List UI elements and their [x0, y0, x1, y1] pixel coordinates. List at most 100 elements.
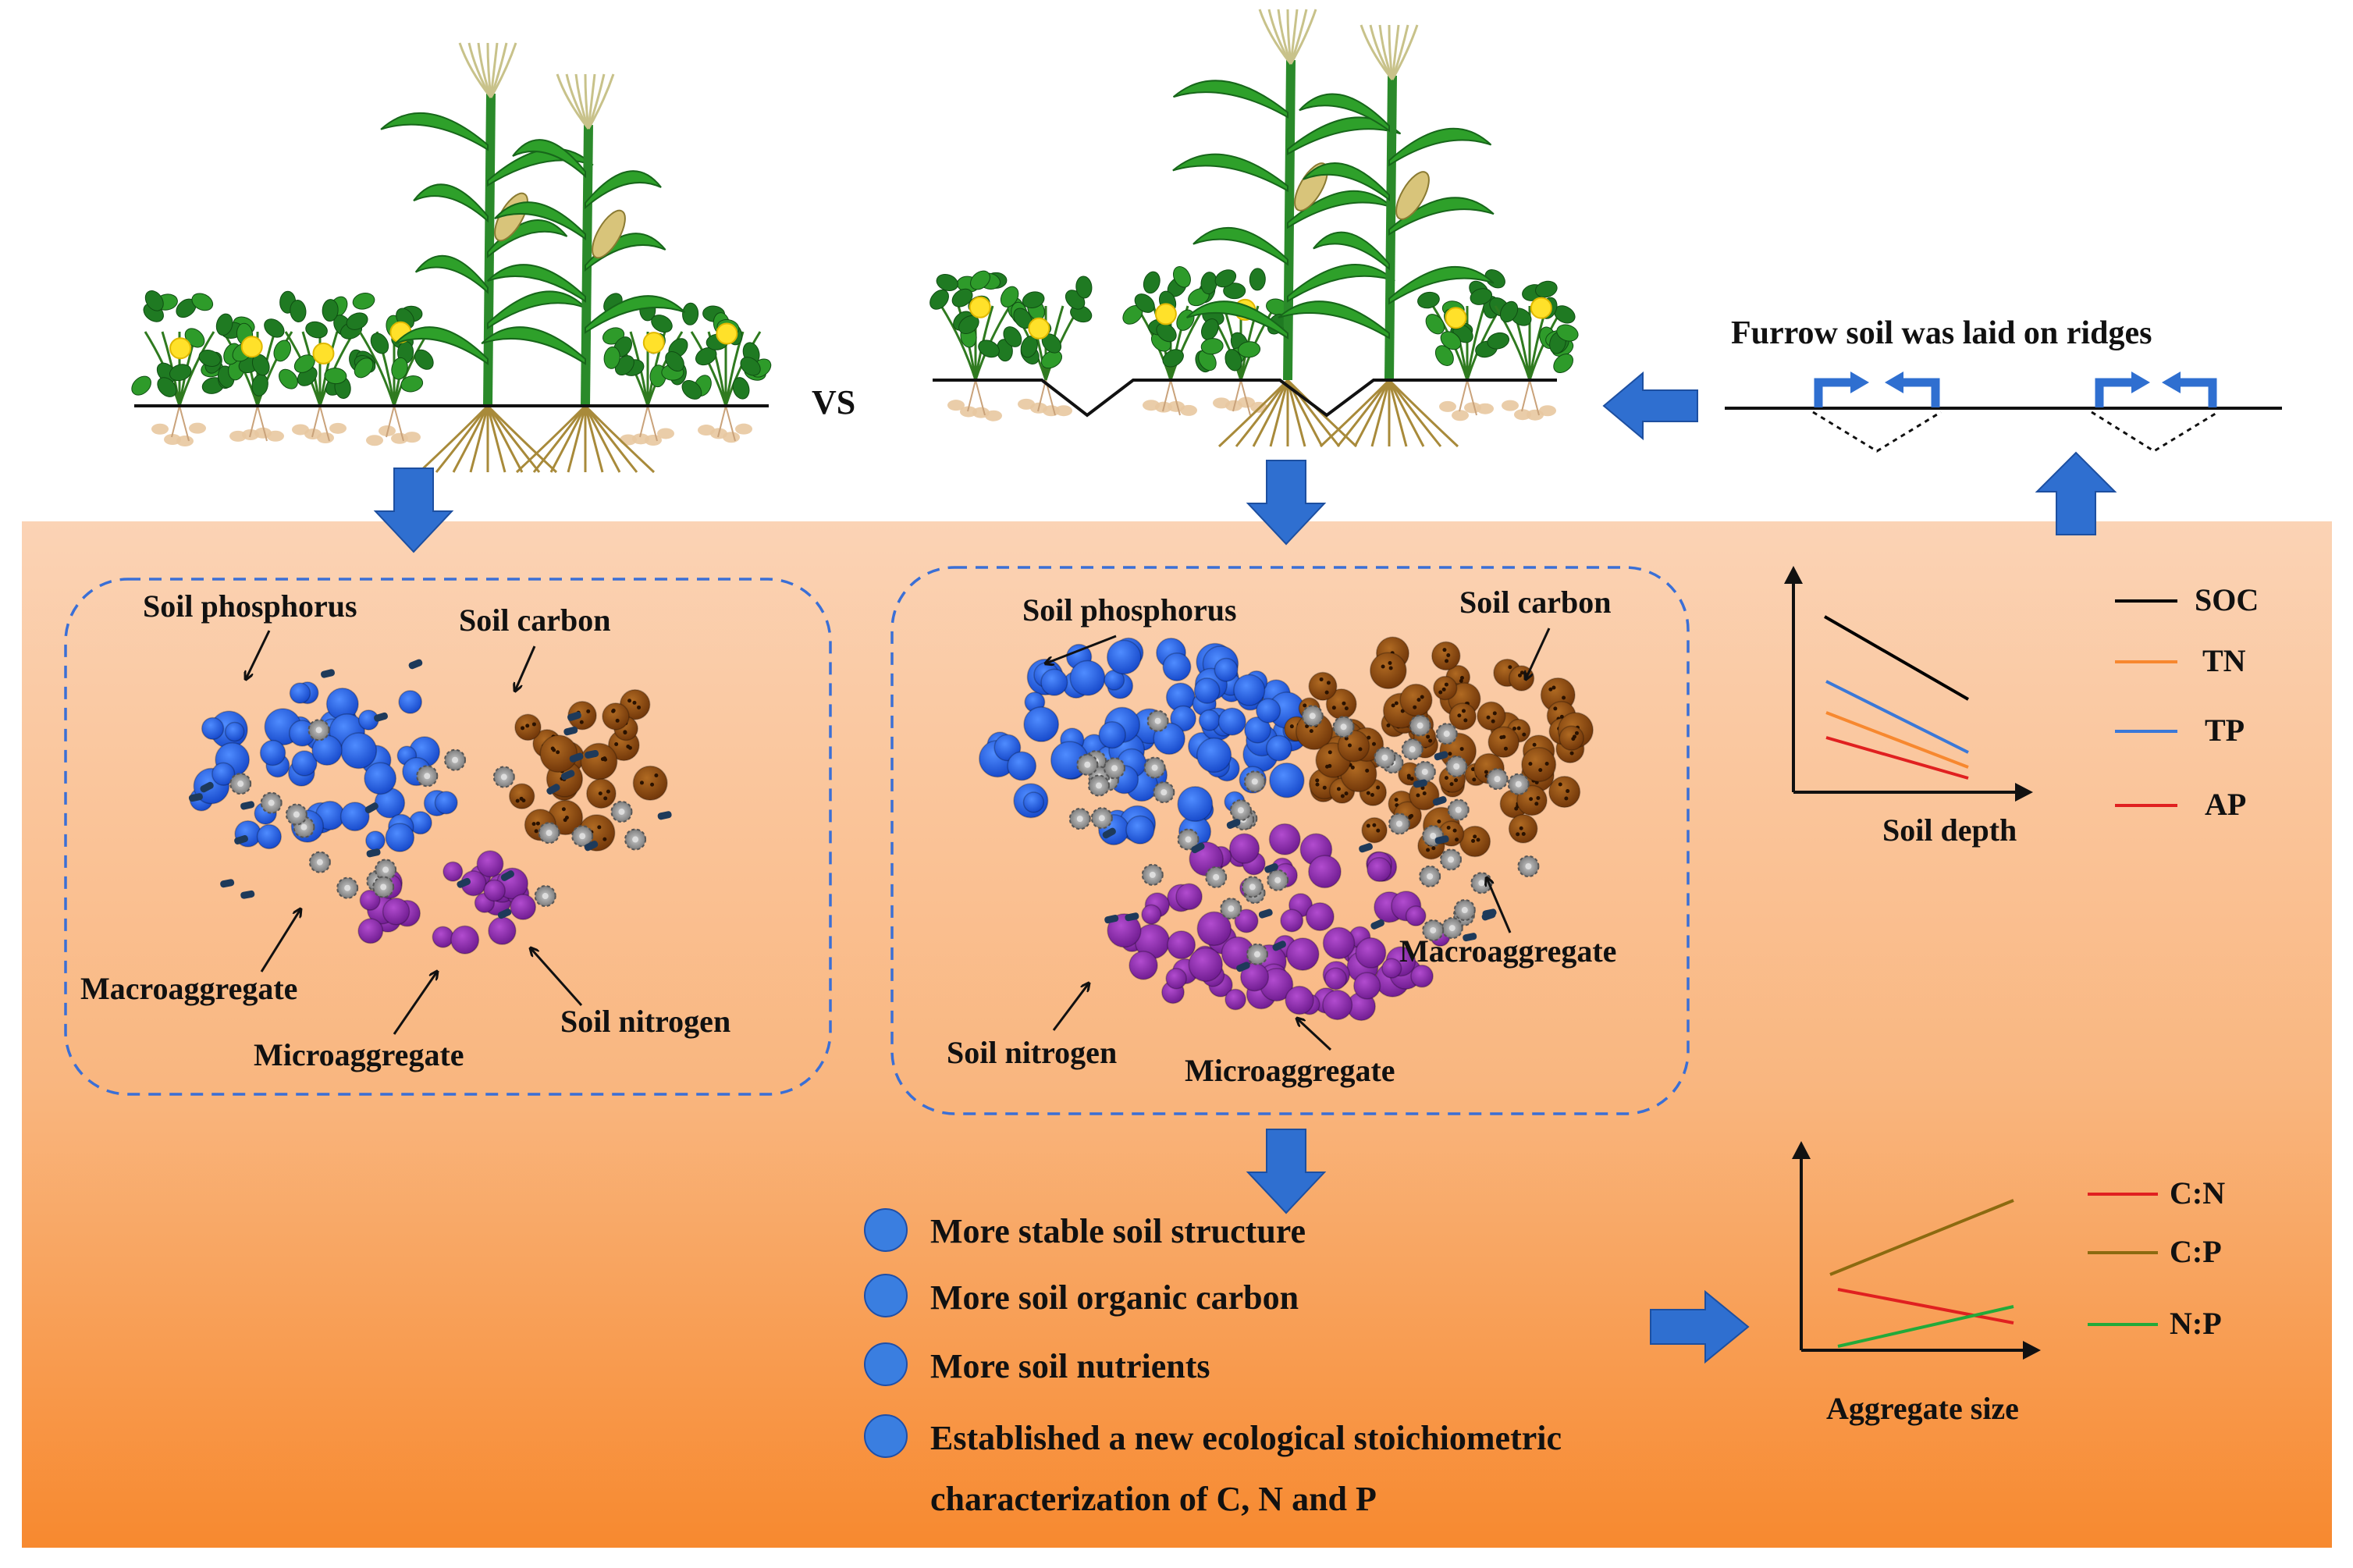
- maize-root: [515, 404, 587, 474]
- macroaggregate-core: [1084, 761, 1091, 768]
- nitrogen-particle: [1353, 972, 1381, 1000]
- carbon-speck: [1394, 701, 1399, 706]
- carbon-speck: [1366, 791, 1370, 795]
- ridge-turn-arrow: [2177, 378, 2217, 407]
- carbon-speck: [1454, 778, 1459, 783]
- carbon-speck: [1431, 846, 1436, 851]
- carbon-speck: [1472, 777, 1477, 782]
- maize-root: [1252, 379, 1289, 447]
- macroaggregate-core: [1430, 832, 1437, 839]
- carbon-speck: [1426, 734, 1431, 739]
- furrow-right-dotted: [2091, 411, 2219, 453]
- maize-tassel: [1289, 9, 1317, 65]
- carbon-speck: [1344, 706, 1349, 711]
- carbon-speck: [586, 709, 591, 713]
- maize-leaf: [1192, 227, 1288, 266]
- nitrogen-particle: [1188, 947, 1224, 983]
- peanut-plant: [929, 270, 1022, 421]
- peanut-root: [1162, 379, 1181, 416]
- microaggregate-particle: [1370, 919, 1384, 930]
- bullet-dot: [864, 1208, 908, 1252]
- peanut-plant: [1487, 280, 1579, 421]
- peanut-pod: [985, 410, 1002, 421]
- phosphorus-particle: [434, 791, 458, 815]
- macroaggregate-core: [344, 884, 351, 891]
- carbon-speck: [1569, 751, 1574, 756]
- macroaggregate-core: [1149, 871, 1156, 878]
- phosphorus-particle: [1233, 674, 1266, 706]
- maize-root: [1388, 379, 1425, 447]
- carbon-speck: [1548, 687, 1553, 692]
- macroaggregate-core: [1421, 768, 1428, 775]
- nitrogen-particle: [1285, 937, 1320, 971]
- maize-tassel: [489, 42, 517, 98]
- peanut-leaf: [682, 302, 699, 325]
- microaggregate-particle: [584, 841, 599, 852]
- carbon-speck: [1441, 687, 1446, 692]
- legend-np-label: N:P: [2170, 1306, 2222, 1341]
- carbon-speck: [1452, 828, 1457, 833]
- peanut-leaf: [391, 357, 408, 380]
- down-arrow-middle: [1246, 460, 1327, 546]
- peanut-pod: [403, 432, 421, 443]
- maize-root: [486, 404, 558, 474]
- phosphorus-particle: [1217, 707, 1246, 736]
- carbon-speck: [1388, 666, 1393, 670]
- peanut-leaf: [929, 289, 949, 310]
- maize-leaf: [380, 112, 489, 151]
- ground-line-middle-furrows: [933, 379, 1557, 418]
- carbon-particle: [602, 702, 630, 731]
- phosphorus-particle: [1023, 706, 1060, 742]
- carbon-particle: [632, 765, 668, 801]
- carbon-speck: [1529, 797, 1534, 802]
- microaggregate-particle: [546, 784, 560, 795]
- maize-leaf: [585, 295, 686, 334]
- macroaggregate-core: [1249, 884, 1256, 891]
- peanut-root: [639, 405, 658, 442]
- depth-tn-line: [1825, 711, 1969, 769]
- maize-root: [1235, 379, 1289, 447]
- middle-nitrogen-label: Soil nitrogen: [947, 1035, 1117, 1070]
- carbon-particle: [1459, 825, 1491, 858]
- macroaggregate-core: [618, 809, 625, 816]
- macroaggregate-core: [1185, 836, 1192, 843]
- maize-leaf: [512, 139, 586, 179]
- peanut-leaf: [198, 350, 221, 367]
- peanut-plant: [273, 296, 366, 443]
- microaggregate-particle: [657, 811, 672, 820]
- peanut-pod: [645, 434, 662, 446]
- microaggregate-particle: [408, 659, 423, 670]
- microaggregate-particle: [1258, 908, 1273, 919]
- down-arrow-left: [373, 468, 454, 553]
- peanut-pod: [947, 400, 965, 411]
- nitrogen-particle: [1322, 990, 1353, 1021]
- nitrogen-particle: [359, 889, 381, 911]
- carbon-speck: [1484, 770, 1488, 774]
- peanut-leaf: [951, 288, 973, 308]
- peanut-plant: [131, 290, 225, 447]
- nitrogen-particle: [483, 879, 506, 902]
- phosphorus-particle: [1022, 791, 1045, 813]
- carbon-speck: [1536, 796, 1541, 801]
- phosphorus-particle: [385, 823, 415, 852]
- macroaggregate-core: [380, 884, 387, 891]
- maize-leaf: [1172, 153, 1288, 193]
- carbon-speck: [515, 798, 520, 803]
- peanut-pod: [1452, 410, 1469, 421]
- depth-chart-x-arrowhead: [2015, 783, 2033, 802]
- carbon-speck: [1528, 762, 1533, 766]
- microaggregate-particle: [1102, 827, 1116, 839]
- macroaggregate-core: [1161, 789, 1168, 796]
- conclusion-item-2: More soil organic carbon: [930, 1278, 1299, 1317]
- carbon-speck: [632, 700, 637, 705]
- carbon-speck: [1442, 648, 1447, 652]
- microaggregate-particle: [240, 890, 255, 899]
- peanut-flower: [642, 332, 665, 354]
- carbon-speck: [1538, 768, 1543, 773]
- legend-tn-label: TN: [2202, 643, 2246, 678]
- phosphorus-particle: [398, 690, 423, 714]
- up-arrow-depth-chart: [2035, 451, 2117, 535]
- nitrogen-particle: [1410, 964, 1434, 988]
- maize-leaf: [413, 183, 489, 223]
